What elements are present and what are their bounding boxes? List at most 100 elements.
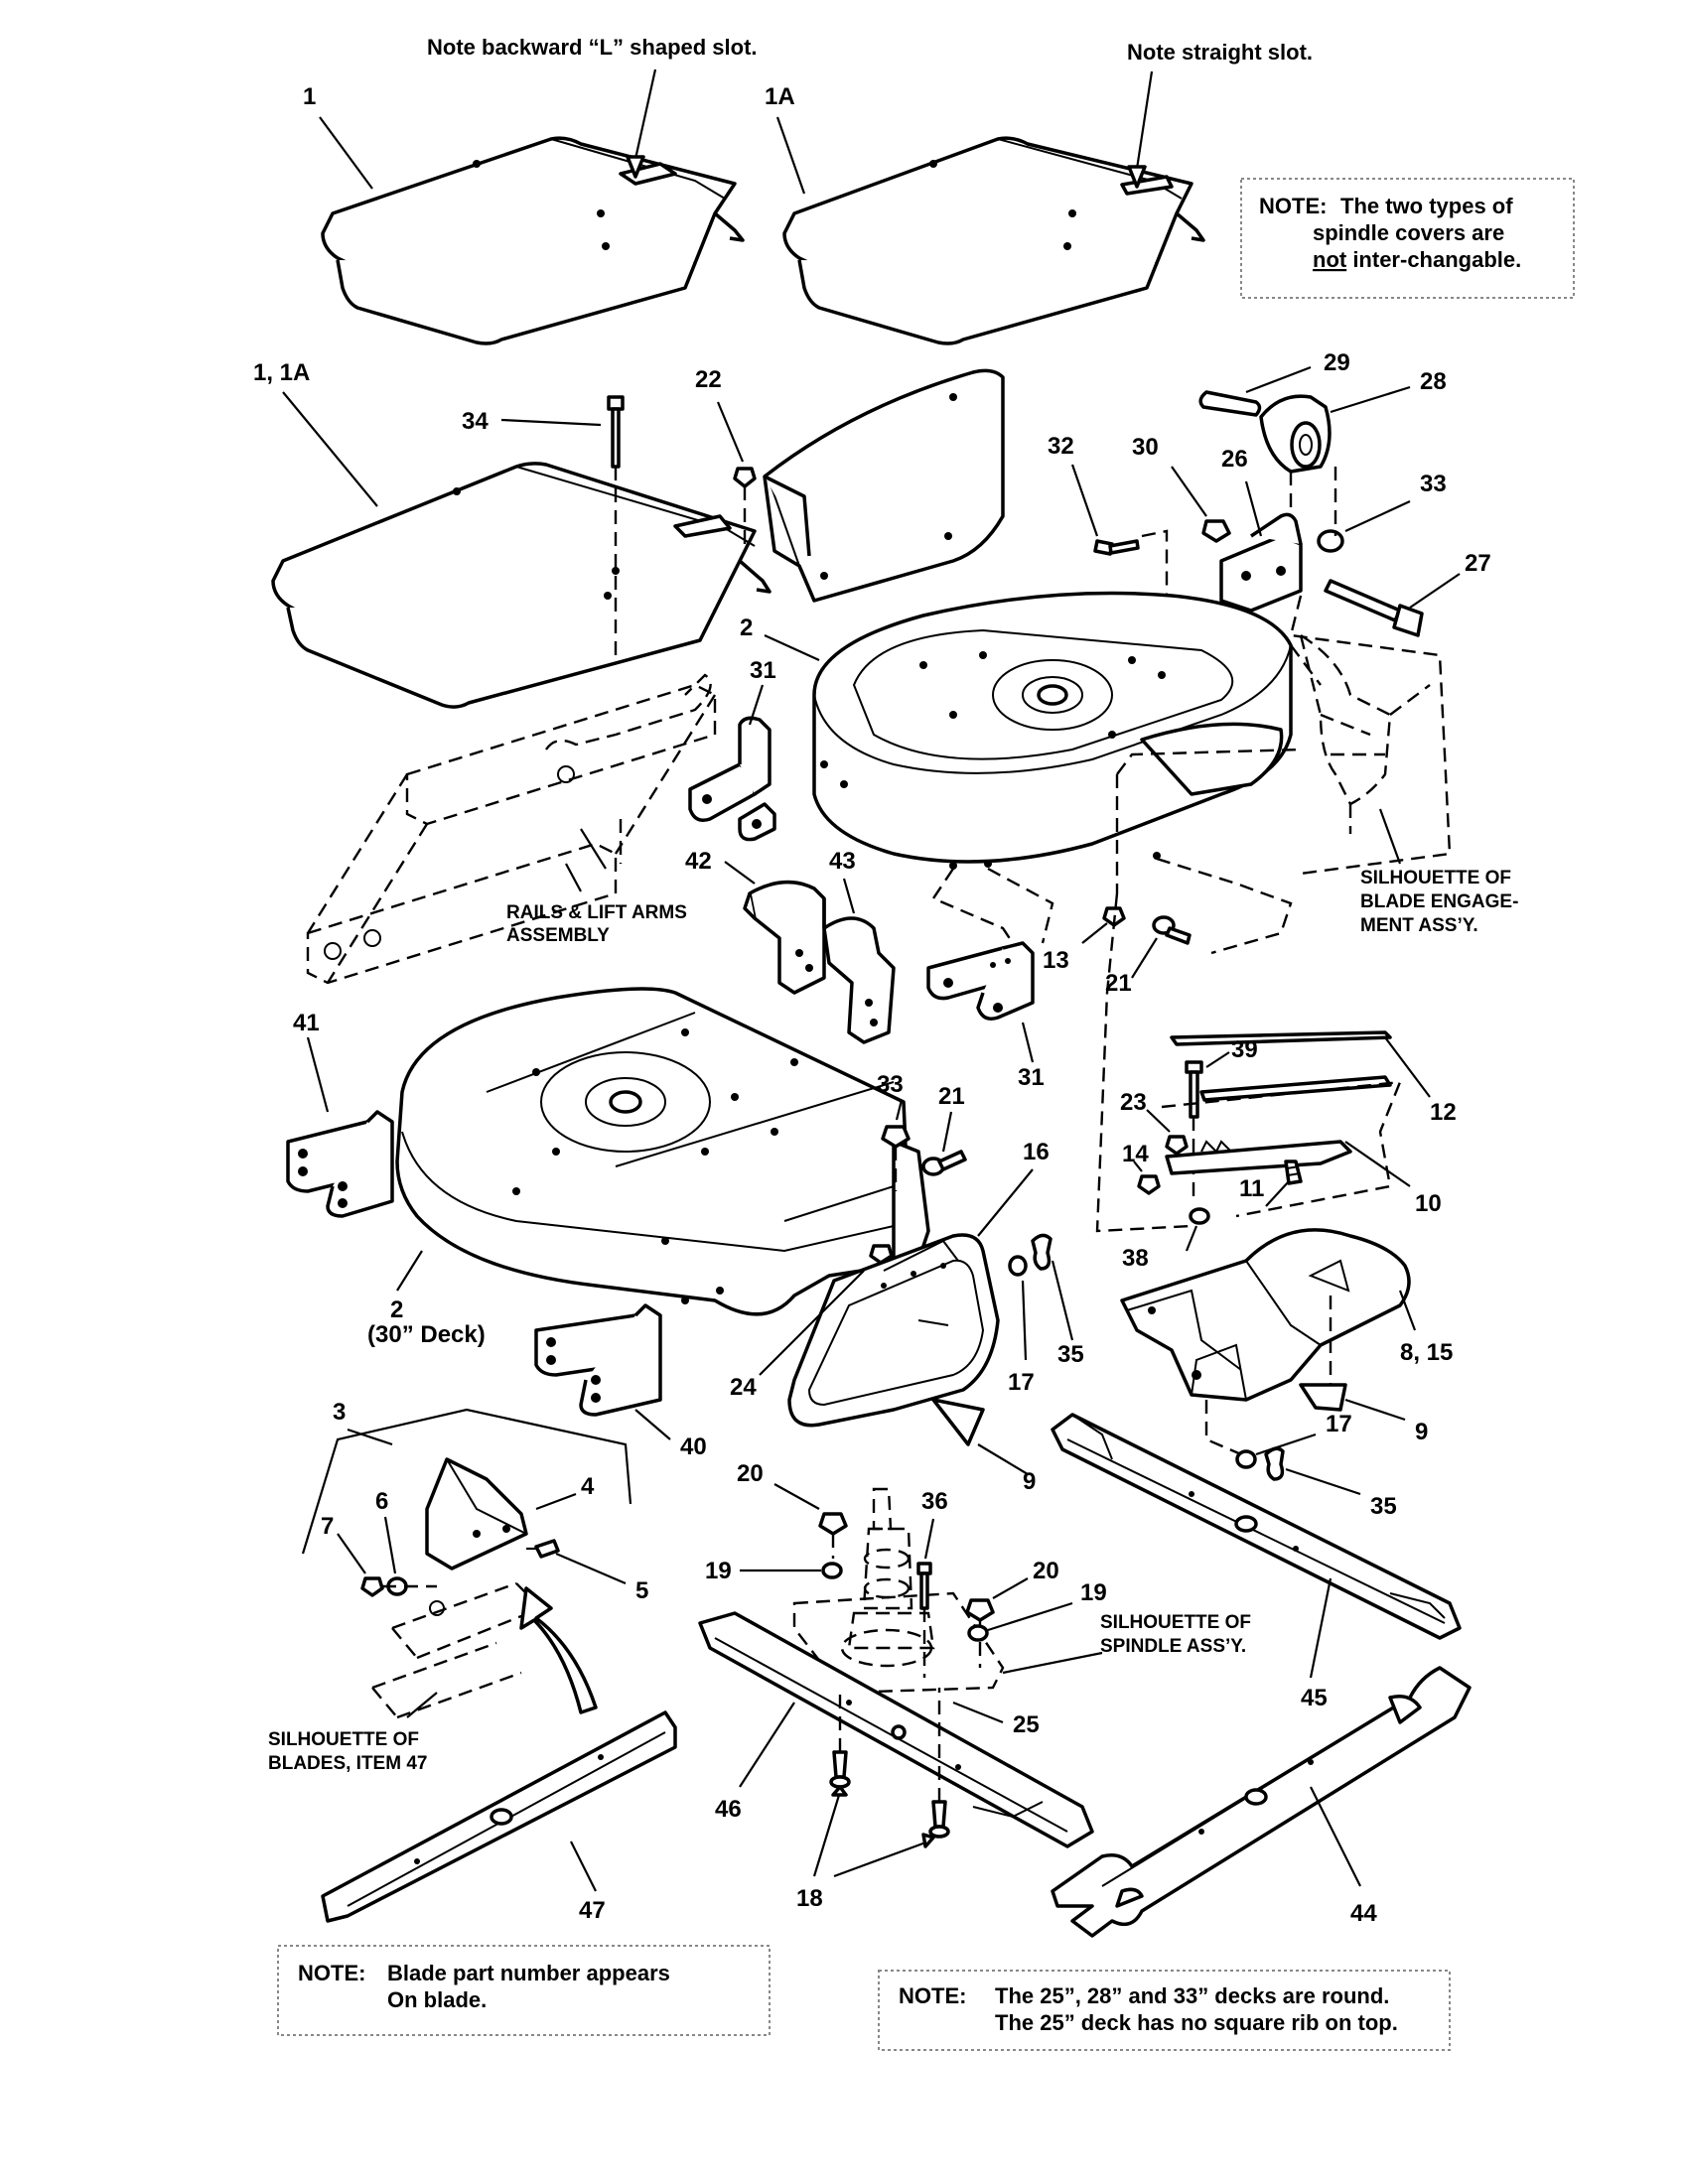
caption-rails-2: ASSEMBLY — [506, 925, 610, 946]
note-straight-slot: Note straight slot. — [1127, 40, 1313, 65]
callout-19a: 19 — [705, 1558, 732, 1584]
callout-19b: 19 — [1080, 1579, 1107, 1606]
caption-spindle-1: SILHOUETTE OF — [1100, 1612, 1251, 1633]
callout-31a: 31 — [750, 657, 776, 684]
caption-30-deck: (30” Deck) — [367, 1321, 486, 1348]
callout-36: 36 — [921, 1488, 948, 1515]
part-35-wingnut-a — [1031, 1233, 1052, 1271]
part-21-bolt-upper — [1152, 915, 1192, 945]
callout-40: 40 — [680, 1433, 707, 1460]
callout-9b: 9 — [1415, 1419, 1428, 1445]
part-24-bolt — [869, 1244, 894, 1265]
part-16-24-chute — [787, 1233, 1000, 1428]
callout-21a: 21 — [1105, 970, 1132, 997]
callout-43: 43 — [829, 848, 856, 875]
caption-blades47-2: BLADES, ITEM 47 — [268, 1753, 427, 1774]
part-19-washer-a — [821, 1562, 843, 1579]
callout-7: 7 — [321, 1513, 334, 1540]
callout-18: 18 — [796, 1885, 823, 1912]
part-47-blade — [321, 1710, 677, 1923]
blade-note-title: NOTE: — [298, 1961, 365, 1985]
caption-blade-eng-1: SILHOUETTE OF — [1360, 868, 1511, 888]
blade-note-line1: Blade part number appears — [387, 1961, 670, 1985]
spindle-note-line3: inter-changable. — [1346, 247, 1521, 272]
deck-note: NOTE: The 25”, 28” and 33” decks are rou… — [878, 1970, 1451, 2051]
part-23-bolt — [1165, 1135, 1189, 1156]
callout-23: 23 — [1120, 1089, 1147, 1116]
callout-1: 1 — [303, 83, 316, 110]
callout-20b: 20 — [1033, 1558, 1059, 1584]
part-32-bolt — [1093, 529, 1169, 650]
part-31-bracket-upper — [688, 716, 776, 842]
callout-20a: 20 — [737, 1460, 764, 1487]
callout-2b: 2 — [390, 1297, 403, 1323]
callout-33b: 33 — [877, 1071, 904, 1098]
callout-10: 10 — [1415, 1190, 1442, 1217]
callout-34: 34 — [462, 408, 489, 435]
callout-12: 12 — [1430, 1099, 1457, 1126]
part-40-bracket — [534, 1287, 724, 1417]
part-11-spring — [1284, 1160, 1303, 1185]
callout-11: 11 — [1239, 1175, 1264, 1202]
part-39-bolt — [1185, 1060, 1203, 1201]
caption-blades47-1: SILHOUETTE OF — [268, 1729, 419, 1750]
callout-39: 39 — [1231, 1036, 1258, 1063]
callout-21b: 21 — [938, 1083, 965, 1110]
callout-26: 26 — [1221, 446, 1248, 473]
callout-27: 27 — [1465, 550, 1491, 577]
callout-30: 30 — [1132, 434, 1159, 461]
part-12-rod — [1170, 1030, 1392, 1046]
blade-note: NOTE: Blade part number appears On blade… — [277, 1945, 771, 2036]
callout-2a: 2 — [740, 614, 753, 641]
callout-25: 25 — [1013, 1711, 1040, 1738]
part-43-bracket — [822, 898, 896, 1044]
part-19-washer-b — [967, 1624, 989, 1642]
part-17-washer-b — [1235, 1449, 1257, 1469]
callout-9a: 9 — [1023, 1468, 1036, 1495]
callout-1-1a: 1, 1A — [253, 359, 310, 386]
callout-45: 45 — [1301, 1685, 1328, 1711]
spindle-cover-1a — [782, 136, 1205, 345]
part-8-15-guard — [1120, 1228, 1411, 1402]
part-17-washer-a — [1008, 1255, 1028, 1277]
part-22-nut — [733, 467, 757, 551]
spindle-note-title: NOTE: — [1259, 194, 1327, 218]
part-3-adapter-group — [301, 1408, 632, 1719]
callout-28: 28 — [1420, 368, 1447, 395]
blade-note-line2: On blade. — [387, 1987, 487, 2012]
callout-47: 47 — [579, 1897, 606, 1924]
callout-46: 46 — [715, 1796, 742, 1823]
part-28-roller — [1259, 394, 1332, 474]
part-26-bracket — [1219, 512, 1303, 613]
part-44-blade — [1051, 1666, 1472, 1938]
part-20-nut-a — [818, 1512, 848, 1559]
callout-4: 4 — [581, 1473, 595, 1500]
deck-note-line1: The 25”, 28” and 33” decks are round. — [995, 1983, 1389, 2008]
callout-13: 13 — [1043, 947, 1069, 974]
part-31-bracket-lower — [926, 941, 1035, 1021]
part-33-washer-top — [1317, 529, 1344, 553]
discharge-guard-top — [763, 368, 1005, 603]
part-27-bolt — [1324, 579, 1424, 637]
part-34-bolt — [607, 395, 625, 655]
callout-5: 5 — [635, 1577, 648, 1604]
part-9-deflector-b — [1299, 1383, 1347, 1412]
spindle-cover-1 — [321, 136, 745, 345]
callout-38: 38 — [1122, 1245, 1149, 1272]
blade-engagement-silhouette — [1289, 595, 1452, 876]
callout-32: 32 — [1048, 433, 1074, 460]
rails-lift-arms-silhouette — [306, 673, 717, 985]
deck-30in-2 — [395, 987, 930, 1316]
deck-note-title: NOTE: — [899, 1983, 966, 2008]
callout-29: 29 — [1324, 349, 1350, 376]
callout-6: 6 — [375, 1488, 388, 1515]
part-29-pin — [1198, 390, 1262, 417]
callout-31b: 31 — [1018, 1064, 1045, 1091]
part-36-bolt — [916, 1562, 932, 1678]
callout-44: 44 — [1350, 1900, 1377, 1927]
callout-22: 22 — [695, 366, 722, 393]
deck-round-2 — [812, 591, 1293, 864]
spindle-note-line1: The two types of — [1340, 194, 1513, 218]
callout-1a: 1A — [765, 83, 795, 110]
